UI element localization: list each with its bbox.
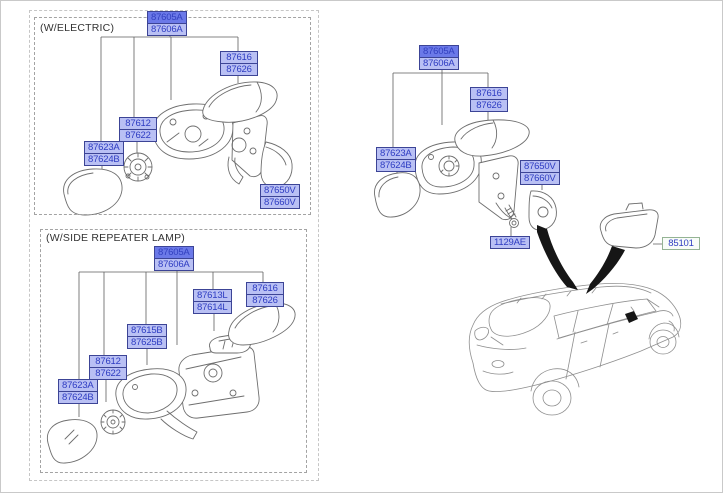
part-number[interactable]: 87613L [193,289,232,302]
label-electric-cover-cap[interactable]: 87616 87626 [220,51,258,76]
part-number[interactable]: 87626 [246,294,284,307]
label-repeater-actuator[interactable]: 87612 87622 [89,355,127,380]
label-main-cover-cap[interactable]: 87616 87626 [470,87,508,112]
label-repeater-cover-cap[interactable]: 87616 87626 [246,282,284,307]
main-bolt-drawing [504,204,519,228]
car-illustration [468,283,682,416]
repeater-mirror-glass-drawing [46,419,98,464]
section-title-electric: (W/ELECTRIC) [40,22,115,34]
part-number-reference[interactable]: 85101 [662,237,700,250]
label-electric-mirror-assembly[interactable]: 87605A 87606A [147,11,187,36]
part-number[interactable]: 87626 [220,63,258,76]
electric-mirror-glass-drawing [63,168,123,216]
label-repeater-housing[interactable]: 87615B 87625B [127,324,167,349]
variants-outer-box [29,10,319,481]
main-cover-cap-drawing [454,119,530,157]
label-repeater-lamp[interactable]: 87613L 87614L [193,289,232,314]
part-number[interactable]: 87623A [84,141,124,154]
label-electric-corner-cover[interactable]: 87650V 87660V [260,184,300,209]
label-electric-actuator[interactable]: 87612 87622 [119,117,157,142]
part-number-highlighted[interactable]: 87605A [154,246,194,259]
label-electric-glass[interactable]: 87623A 87624B [84,141,124,166]
part-number[interactable]: 87626 [470,99,508,112]
part-number[interactable]: 1129AE [490,236,530,249]
part-number-highlighted[interactable]: 87605A [419,45,459,58]
section-title-repeater: (W/SIDE REPEATER LAMP) [46,232,185,244]
locator-arrow-door-mirror [537,225,578,290]
part-number-highlighted[interactable]: 87605A [147,11,187,24]
electric-backing-plate-drawing [227,115,268,185]
repeater-actuator-drawing [100,409,126,435]
part-number[interactable]: 87624B [58,391,98,404]
label-main-glass[interactable]: 87623A 87624B [376,147,416,172]
repeater-housing-frame-drawing [115,368,198,440]
part-number[interactable]: 87660V [260,196,300,209]
repeater-variant-box [40,229,307,473]
part-number[interactable]: 87622 [89,367,127,380]
part-number[interactable]: 87614L [193,301,232,314]
part-number[interactable]: 87622 [119,129,157,142]
locator-arrow-inside-mirror [586,246,625,294]
main-corner-cover-drawing [528,190,557,231]
label-inside-mirror[interactable]: 85101 [662,237,700,250]
part-number[interactable]: 87606A [419,57,459,70]
car-door-mirror-mark [625,311,638,323]
part-number[interactable]: 87623A [376,147,416,160]
electric-actuator-drawing [123,152,153,182]
part-number[interactable]: 87625B [127,336,167,349]
part-number[interactable]: 87615B [127,324,167,337]
part-number[interactable]: 87650V [520,160,560,173]
main-mirror-glass-drawing [374,172,421,218]
label-repeater-mirror-assembly[interactable]: 87605A 87606A [154,246,194,271]
label-main-mirror-assembly[interactable]: 87605A 87606A [419,45,459,70]
part-number[interactable]: 87660V [520,172,560,185]
part-number[interactable]: 87606A [154,258,194,271]
part-number[interactable]: 87623A [58,379,98,392]
part-number[interactable]: 87606A [147,23,187,36]
inside-rear-view-mirror-drawing [599,202,659,249]
part-number[interactable]: 87624B [84,153,124,166]
label-repeater-glass[interactable]: 87623A 87624B [58,379,98,404]
label-main-corner-cover[interactable]: 87650V 87660V [520,160,560,185]
electric-cover-cap-drawing [202,81,278,123]
part-number[interactable]: 87650V [260,184,300,197]
label-main-bolt[interactable]: 1129AE [490,236,530,249]
part-number[interactable]: 87624B [376,159,416,172]
